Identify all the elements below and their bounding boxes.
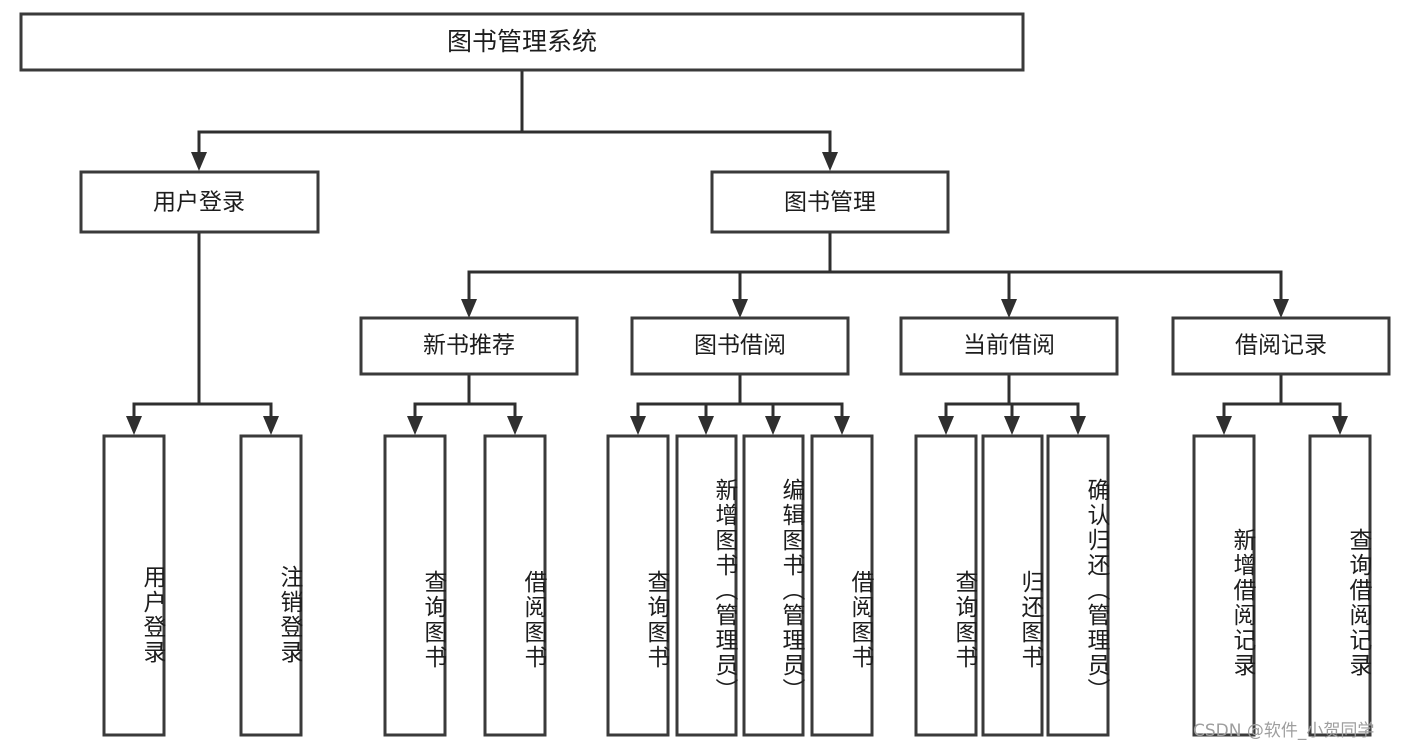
connector-line-cb-leaf-1 bbox=[944, 375, 1011, 422]
leaf-box-bookborrow-2[interactable] bbox=[675, 434, 738, 737]
connector-line-br-leaf-2 bbox=[1281, 402, 1342, 422]
node-user-login-label: 用户登录 bbox=[153, 190, 245, 216]
node-current-borrow-box[interactable] bbox=[899, 316, 1119, 376]
connector-bookborrow-to-leaves bbox=[630, 375, 850, 435]
arrow-head-book-manage bbox=[822, 152, 838, 171]
arrow-head-bb-leaf-4 bbox=[834, 416, 850, 435]
connector-line-bm-l3-2 bbox=[738, 270, 830, 305]
leaf-box-newbook-1[interactable] bbox=[383, 434, 447, 737]
arrow-head-cb-leaf-2 bbox=[1004, 416, 1020, 435]
arrow-head-cb-leaf-1 bbox=[938, 416, 954, 435]
node-new-book-recommend[interactable]: 新书推荐 bbox=[359, 316, 579, 376]
connector-line-br-leaf-1 bbox=[1222, 375, 1283, 422]
arrow-head-l3-3 bbox=[1001, 299, 1017, 318]
arrow-head-ul-leaf-2 bbox=[263, 416, 279, 435]
connector-line-bb-leaf-4 bbox=[740, 402, 844, 422]
connector-line-nb-leaf-1 bbox=[413, 375, 471, 422]
connector-line-bm-l3-1 bbox=[467, 233, 832, 305]
connector-line-bb-leaf-1 bbox=[636, 375, 742, 422]
node-book-management-label: 图书管理 bbox=[784, 190, 876, 216]
node-current-borrow[interactable]: 当前借阅 bbox=[899, 316, 1119, 376]
arrow-head-bb-leaf-1 bbox=[630, 416, 646, 435]
arrow-head-l3-2 bbox=[732, 299, 748, 318]
connector-borrowrecord-to-leaves bbox=[1216, 375, 1348, 435]
node-borrow-record[interactable]: 借阅记录 bbox=[1171, 316, 1391, 376]
node-borrow-record-box[interactable] bbox=[1171, 316, 1391, 376]
node-user-login[interactable]: 用户登录 bbox=[79, 170, 320, 234]
node-book-borrow-label: 图书借阅 bbox=[694, 333, 786, 359]
node-new-book-recommend-label: 新书推荐 bbox=[423, 333, 515, 359]
node-book-management[interactable]: 图书管理 bbox=[710, 170, 950, 234]
node-user-login-box[interactable] bbox=[79, 170, 320, 234]
connector-book-manage-to-level3 bbox=[461, 233, 1289, 318]
connector-line-root-book-manage bbox=[522, 130, 832, 158]
node-book-management-box[interactable] bbox=[710, 170, 950, 234]
arrow-head-bb-leaf-3 bbox=[765, 416, 781, 435]
connector-line-cb-leaf-3 bbox=[1009, 402, 1080, 422]
connector-root-to-level2 bbox=[191, 70, 838, 171]
arrow-head-l3-1 bbox=[461, 299, 477, 318]
arrow-head-nb-leaf-1 bbox=[407, 416, 423, 435]
arrow-head-nb-leaf-2 bbox=[507, 416, 523, 435]
connector-line-ul-leaf-2 bbox=[199, 402, 273, 422]
leaf-box-borrowrecord-1[interactable] bbox=[1192, 434, 1256, 737]
arrow-head-bb-leaf-2 bbox=[698, 416, 714, 435]
node-book-borrow-box[interactable] bbox=[630, 316, 850, 376]
leaf-box-currentborrow-2[interactable] bbox=[981, 434, 1044, 737]
leaf-boxes bbox=[102, 434, 1372, 737]
connector-currentborrow-to-leaves bbox=[938, 375, 1086, 435]
leaf-box-currentborrow-1[interactable] bbox=[914, 434, 978, 737]
connector-line-bm-l3-3 bbox=[830, 270, 1011, 305]
node-root[interactable]: 图书管理系统 bbox=[19, 12, 1025, 72]
node-root-label: 图书管理系统 bbox=[447, 27, 597, 56]
node-current-borrow-label: 当前借阅 bbox=[963, 333, 1055, 359]
arrow-head-user-login bbox=[191, 152, 207, 171]
leaf-box-bookborrow-3[interactable] bbox=[742, 434, 805, 737]
node-borrow-record-label: 借阅记录 bbox=[1235, 333, 1327, 359]
leaf-box-user-login-1[interactable] bbox=[102, 434, 166, 737]
connector-newbook-to-leaves bbox=[407, 375, 523, 435]
arrow-head-ul-leaf-1 bbox=[126, 416, 142, 435]
arrow-head-br-leaf-1 bbox=[1216, 416, 1232, 435]
leaf-box-newbook-2[interactable] bbox=[483, 434, 547, 737]
leaf-box-currentborrow-3[interactable] bbox=[1046, 434, 1110, 737]
connector-line-ul-leaf-1 bbox=[132, 233, 201, 422]
arrow-head-l3-4 bbox=[1273, 299, 1289, 318]
node-root-box[interactable] bbox=[19, 12, 1025, 72]
arrow-head-cb-leaf-3 bbox=[1070, 416, 1086, 435]
arrow-head-br-leaf-2 bbox=[1332, 416, 1348, 435]
leaf-box-borrowrecord-2[interactable] bbox=[1308, 434, 1372, 737]
node-book-borrow[interactable]: 图书借阅 bbox=[630, 316, 850, 376]
connector-line-bm-l3-4 bbox=[830, 270, 1283, 305]
leaf-box-bookborrow-4[interactable] bbox=[810, 434, 874, 737]
node-new-book-recommend-box[interactable] bbox=[359, 316, 579, 376]
connector-line-nb-leaf-2 bbox=[469, 402, 517, 422]
leaf-box-bookborrow-1[interactable] bbox=[606, 434, 670, 737]
connector-line-root-user-login bbox=[197, 70, 524, 158]
csdn-watermark: CSDN @软件_小贺同学 bbox=[1193, 721, 1375, 741]
connector-user-login-to-leaves bbox=[126, 233, 279, 435]
leaf-box-user-login-2[interactable] bbox=[239, 434, 303, 737]
